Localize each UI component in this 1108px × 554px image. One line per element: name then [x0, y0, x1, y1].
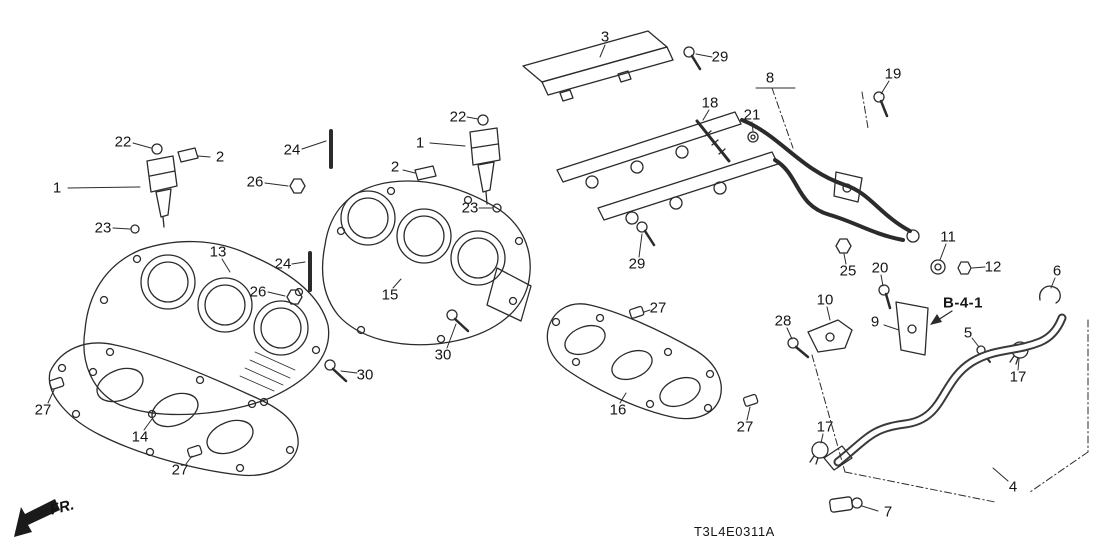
fuel-feed-hose: [823, 313, 1067, 471]
o-ring-21: [747, 131, 759, 143]
fuel-injector-left: [130, 143, 199, 234]
part-callout-3: 3: [600, 28, 610, 46]
part-callout-11: 11: [940, 228, 956, 246]
diagram-code: T3L4E0311A: [694, 524, 775, 539]
part-callout-4: 4: [1008, 478, 1018, 496]
part-callout-23: 23: [94, 219, 112, 237]
bolt-28: [787, 337, 810, 359]
grommet-11: [930, 259, 946, 275]
part-callout-9: 9: [870, 313, 880, 331]
bolt-29-top: [683, 46, 702, 71]
part-callout-19: 19: [884, 65, 902, 83]
part-callout-2: 2: [215, 148, 225, 166]
part-callout-6: 6: [1052, 262, 1062, 280]
part-callout-26: 26: [249, 283, 267, 301]
bolt-29-mid: [636, 221, 656, 247]
intake-manifold-left: [83, 240, 330, 419]
nut-25: [835, 238, 852, 254]
part-callout-2: 2: [390, 158, 400, 176]
part-callout-24: 24: [283, 141, 301, 159]
part-callout-27: 27: [34, 401, 52, 419]
fuel-rail-cover: [522, 30, 674, 102]
part-callout-21: 21: [743, 106, 761, 124]
part-callout-27: 27: [171, 461, 189, 479]
gasket-mid: [546, 303, 722, 420]
bracket-9: [895, 301, 929, 356]
part-callout-30: 30: [356, 366, 374, 384]
part-callout-27: 27: [736, 418, 754, 436]
part-callout-24: 24: [274, 255, 292, 273]
part-callout-18: 18: [701, 94, 719, 112]
intake-manifold-mid: [321, 180, 532, 346]
fuel-rail: [556, 111, 920, 243]
flange-nut-26-bottom: [286, 289, 303, 305]
flange-nut-26-top: [289, 178, 306, 194]
b41-arrow-icon: [930, 310, 953, 325]
part-callout-5: 5: [963, 324, 973, 342]
fr-arrow-icon: [14, 499, 60, 537]
part-callout-25: 25: [839, 262, 857, 280]
cap-27-c: [742, 393, 759, 407]
bolt-20: [878, 284, 892, 310]
part-callout-10: 10: [816, 291, 834, 309]
part-callout-30: 30: [434, 346, 452, 364]
part-callout-29: 29: [711, 48, 729, 66]
nut-12: [957, 261, 972, 275]
clip-6: [1039, 285, 1061, 304]
part-callout-12: 12: [984, 258, 1002, 276]
part-callout-1: 1: [415, 134, 425, 152]
bolt-19: [873, 91, 889, 118]
part-callout-28: 28: [774, 312, 792, 330]
part-callout-27: 27: [649, 299, 667, 317]
cap-27-b: [48, 376, 65, 390]
part-callout-17: 17: [1009, 368, 1027, 386]
sensor-7: [829, 496, 863, 513]
part-callout-b-4-1: B-4-1: [942, 294, 984, 312]
bracket-10: [807, 319, 853, 353]
bolt-30-left: [324, 359, 348, 383]
fuel-injector-mid: [414, 114, 502, 213]
part-callout-8: 8: [765, 69, 775, 87]
cap-27-a: [628, 305, 645, 319]
gasket-left: [48, 342, 299, 477]
part-callout-29: 29: [628, 255, 646, 273]
cap-27-d: [186, 444, 203, 458]
bolt-30-right: [446, 309, 470, 333]
part-callout-22: 22: [114, 133, 132, 151]
part-callout-17: 17: [816, 418, 834, 436]
stud-18: [695, 119, 731, 163]
part-callout-26: 26: [246, 173, 264, 191]
part-callout-15: 15: [381, 286, 399, 304]
leader-lines: [47, 44, 1056, 512]
part-callout-16: 16: [609, 401, 627, 419]
part-callout-23: 23: [461, 199, 479, 217]
part-callout-7: 7: [883, 503, 893, 521]
part-callout-14: 14: [131, 428, 149, 446]
part-callout-20: 20: [871, 259, 889, 277]
phantom-lines: [771, 87, 1089, 503]
part-callout-1: 1: [52, 179, 62, 197]
part-callout-22: 22: [449, 108, 467, 126]
part-callout-13: 13: [209, 243, 227, 261]
hose-clamp-17-lower: [809, 441, 829, 465]
